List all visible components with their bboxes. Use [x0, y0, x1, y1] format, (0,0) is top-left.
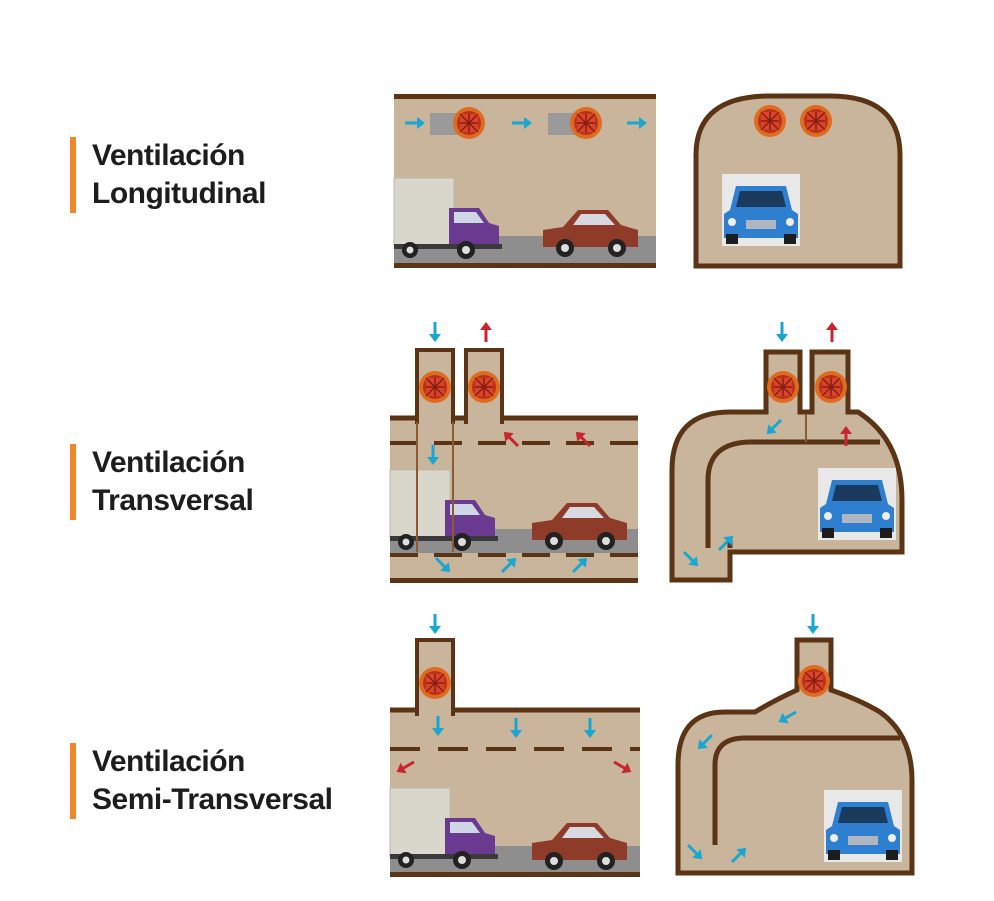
fresh-air-arrow-icon [805, 612, 821, 636]
label-semi-transversal-line2: Semi-Transversal [92, 783, 333, 816]
label-transversal: Ventilación Transversal [70, 444, 254, 520]
fresh-air-arrow-icon [774, 320, 790, 344]
label-semi-transversal: Ventilación Semi-Transversal [70, 743, 333, 819]
label-longitudinal-line2: Longitudinal [92, 177, 266, 210]
label-longitudinal-line1: Ventilación [92, 139, 245, 172]
transversal-cross-section [669, 320, 905, 583]
semi-transversal-cross-section [675, 612, 915, 876]
fresh-air-arrow-icon [427, 612, 443, 636]
longitudinal-cross-section [693, 93, 903, 269]
semi-transversal-side-view [389, 612, 640, 877]
front-car-icon [722, 174, 800, 246]
transversal-side-view [389, 320, 638, 583]
front-car-icon [818, 468, 896, 540]
exhaust-air-arrow-icon [478, 320, 494, 344]
label-transversal-line2: Transversal [92, 484, 254, 517]
front-car-icon [824, 790, 902, 862]
label-transversal-line1: Ventilación [92, 446, 245, 479]
exhaust-air-arrow-icon [824, 320, 840, 344]
longitudinal-side-view [393, 94, 656, 268]
fresh-air-arrow-icon [427, 320, 443, 344]
label-longitudinal: Ventilación Longitudinal [70, 137, 266, 213]
label-semi-transversal-line1: Ventilación [92, 745, 245, 778]
